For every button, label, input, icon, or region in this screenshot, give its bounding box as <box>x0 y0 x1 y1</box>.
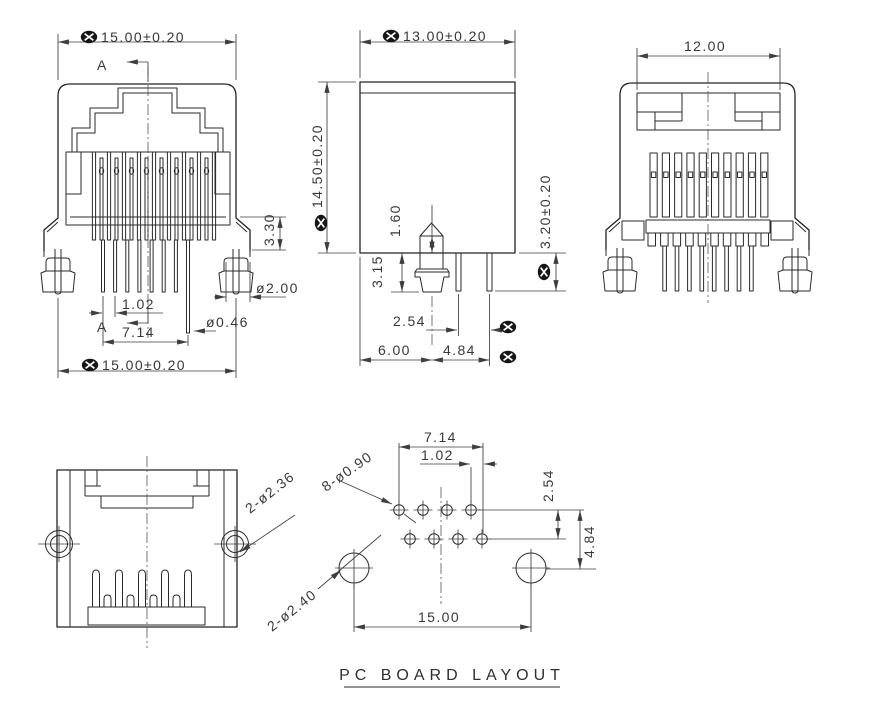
critical-dim-flag <box>536 262 552 282</box>
critical-dim-flag <box>79 29 99 45</box>
dim-side-pin-row-gap: 2.54 <box>393 313 426 329</box>
front-view-dimensions: 15.00±0.20 A 3.30 ø2.00 1.02 A <box>57 29 299 378</box>
dim-rear-width: 12.00 <box>684 38 726 54</box>
bottom-view-geometry <box>38 456 256 648</box>
dim-side-face-to-post: 6.00 <box>378 342 411 358</box>
dim-side-pin-protrusion: 3.20±0.20 <box>537 174 553 249</box>
pcb-layout: 7.14 1.02 2.54 4.84 8-ø0.90 2-ø2.40 <box>264 429 597 634</box>
dim-side-post-to-pin: 4.84 <box>443 342 476 358</box>
drawing-title-block: PC BOARD LAYOUT <box>339 667 565 688</box>
critical-dim-flag <box>80 357 100 373</box>
rear-view: 12.00 <box>602 38 813 303</box>
dim-front-pin-span: 7.14 <box>122 324 155 340</box>
dim-side-post-tip: 1.60 <box>387 204 403 237</box>
dim-front-pin-pitch: 1.02 <box>122 296 155 312</box>
pcb-layout-geometry <box>335 487 550 604</box>
dim-pcb-post-span: 15.00 <box>418 609 460 625</box>
drawing-title: PC BOARD LAYOUT <box>339 667 565 684</box>
dim-pcb-hole-span: 7.14 <box>424 429 457 445</box>
dim-front-contact-exposure: 3.30 <box>261 213 277 246</box>
side-view-dimensions: 13.00±0.20 14.50±0.20 1.60 3.15 3.20±0.2… <box>309 28 566 366</box>
dim-pcb-row-gap: 2.54 <box>540 469 556 502</box>
dim-side-depth: 13.00±0.20 <box>403 28 487 44</box>
critical-dim-flag <box>498 319 518 335</box>
side-view-geometry <box>359 81 516 348</box>
bottom-view-annotations: 2-ø2.36 <box>239 468 298 553</box>
dim-side-height: 14.50±0.20 <box>309 124 325 208</box>
label-bottom-post-holes: 2-ø2.36 <box>242 468 298 516</box>
dim-pcb-row-to-post: 4.84 <box>581 525 597 558</box>
dim-front-contact-dia: ø0.46 <box>206 314 249 330</box>
label-pcb-post-holes: 2-ø2.40 <box>264 586 320 634</box>
critical-dim-flag <box>313 213 329 233</box>
rear-view-dimensions: 12.00 <box>636 38 781 90</box>
dim-pcb-hole-pitch: 1.02 <box>421 447 454 463</box>
label-pcb-contact-holes: 8-ø0.90 <box>319 448 376 494</box>
critical-dim-flag <box>498 349 518 365</box>
dim-front-post-dia: ø2.00 <box>256 280 299 296</box>
bottom-view: 2-ø2.36 <box>38 456 298 648</box>
rear-view-geometry <box>602 72 813 303</box>
section-a-top: A <box>97 57 108 73</box>
side-view: 13.00±0.20 14.50±0.20 1.60 3.15 3.20±0.2… <box>309 28 566 366</box>
dim-front-width-bottom: 15.00±0.20 <box>102 357 186 373</box>
critical-dim-flag <box>381 28 401 44</box>
dim-front-width-top: 15.00±0.20 <box>101 29 185 45</box>
pcb-layout-dimensions: 7.14 1.02 2.54 4.84 8-ø0.90 2-ø2.40 <box>264 429 597 634</box>
section-a-bottom: A <box>97 319 108 335</box>
dim-side-post-length: 3.15 <box>369 255 385 288</box>
front-view-geometry <box>40 66 254 338</box>
front-view: 15.00±0.20 A 3.30 ø2.00 1.02 A <box>40 29 299 378</box>
